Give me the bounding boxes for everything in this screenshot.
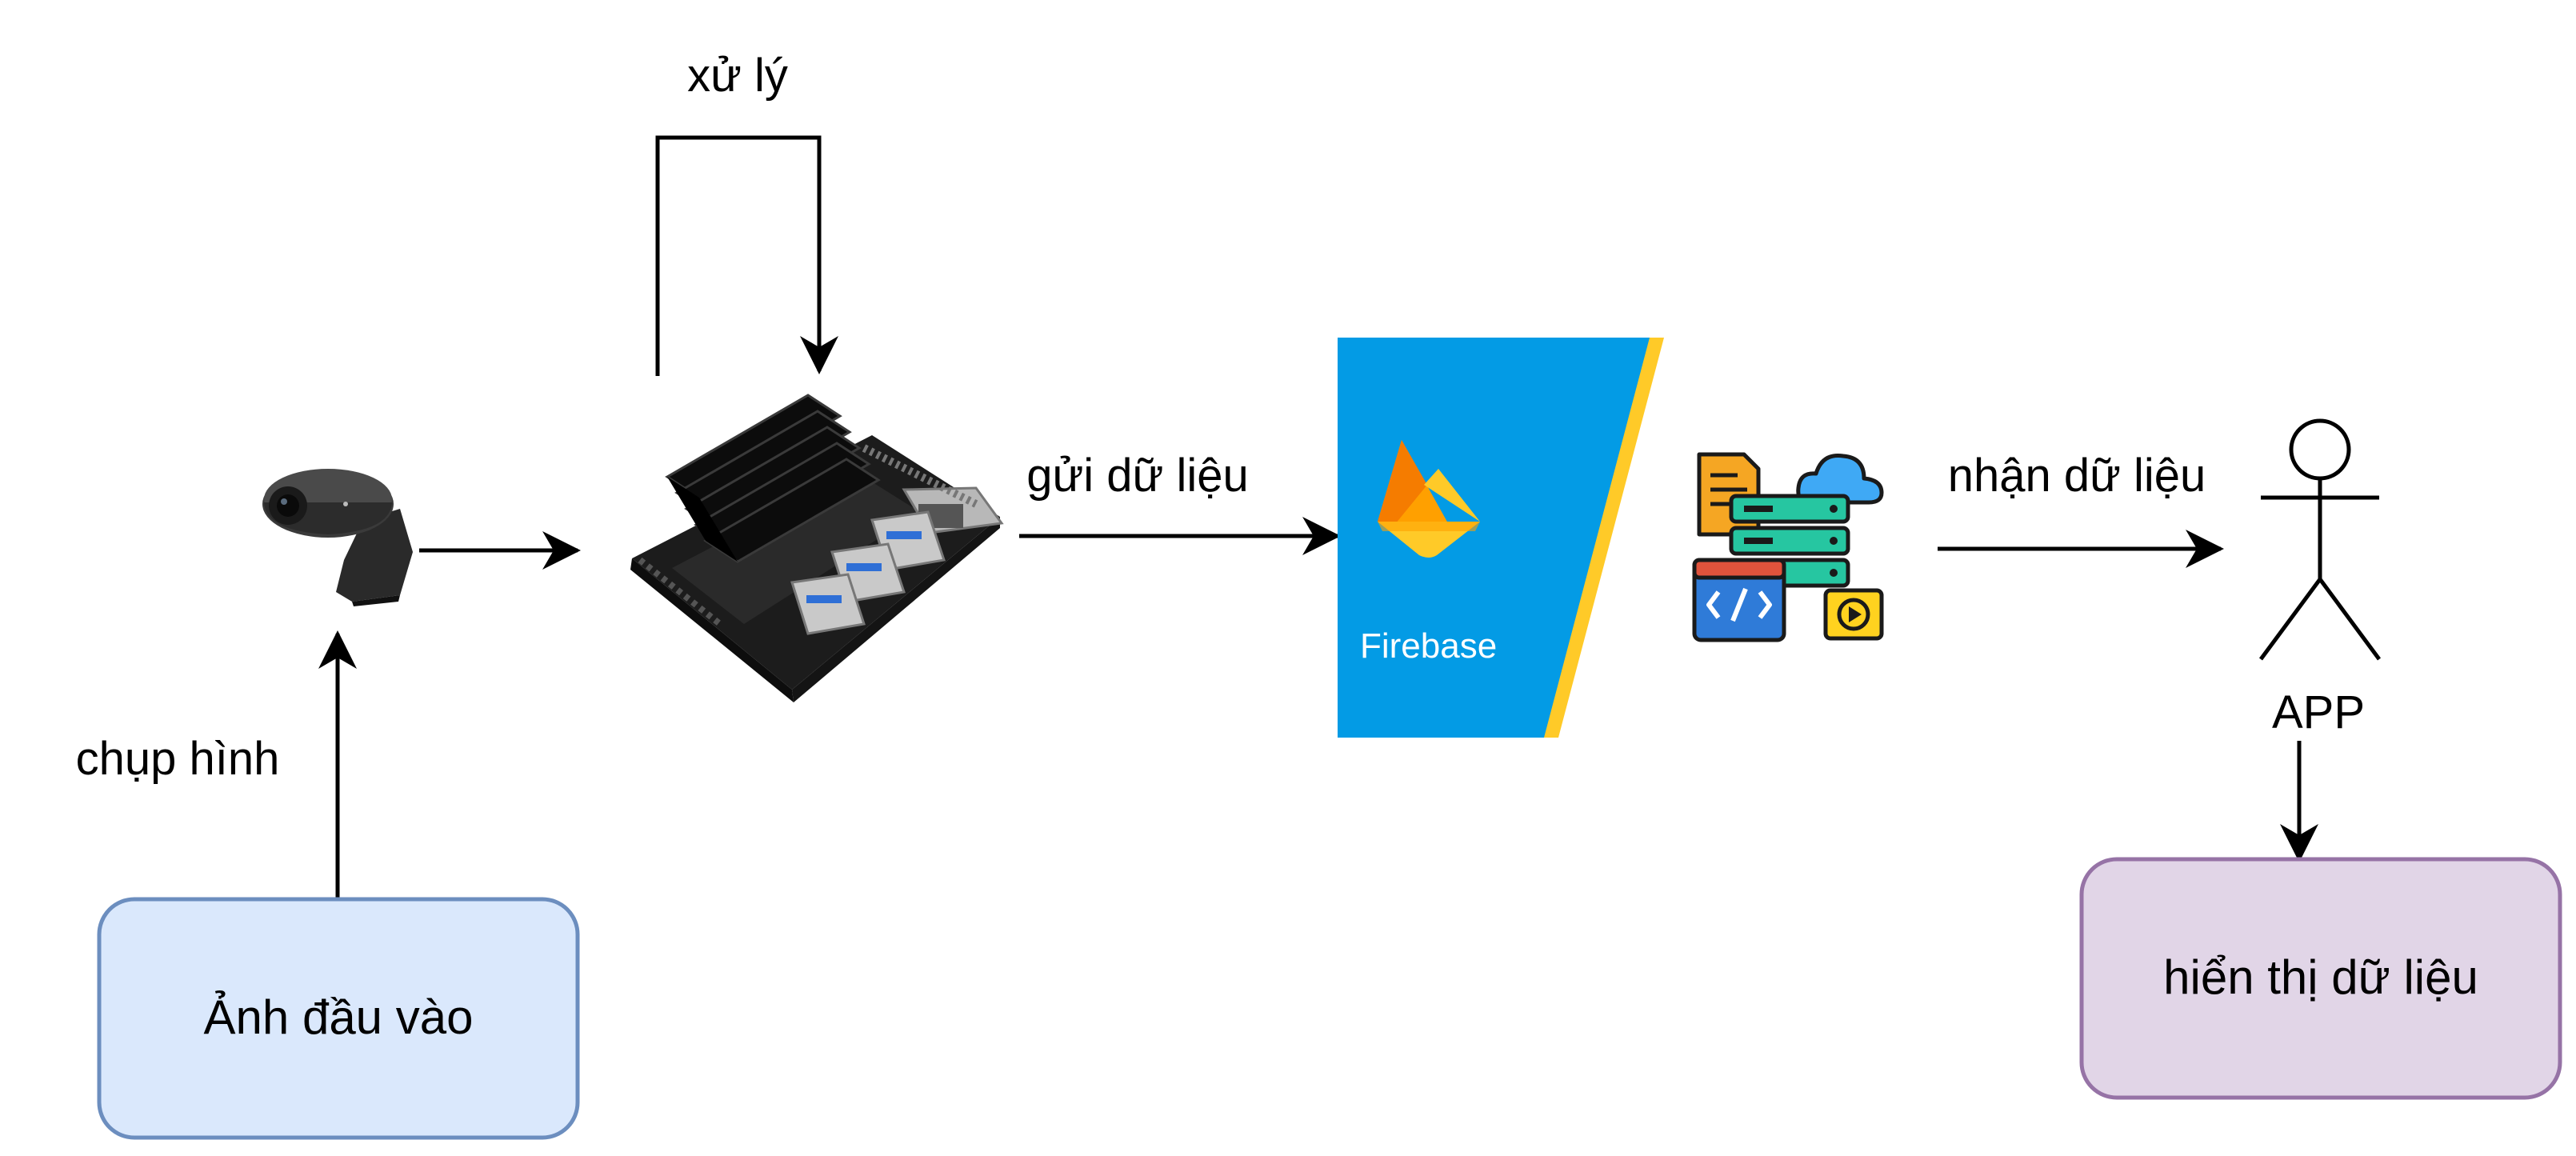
jetson-board-icon [630,394,1004,702]
input-image-box: Ảnh đầu vào [97,897,580,1140]
process-loop-arrow [655,135,838,376]
display-data-label: hiển thị dữ liệu [2163,950,2478,1004]
process-label: xử lý [687,50,788,102]
firebase-logo-icon [1378,440,1480,558]
display-data-box: hiển thị dữ liệu [2079,857,2562,1100]
firebase-brand-label: Firebase [1360,626,1497,666]
webcam-icon [262,469,413,606]
stick-figure-icon [2258,418,2382,661]
firebase-panel: Firebase [1338,338,1664,738]
send-label: gửi dữ liệu [1026,450,1249,502]
input-image-label: Ảnh đầu vào [204,990,474,1044]
server-cloud-icon [1692,452,1884,642]
capture-label: chụp hình [76,733,280,785]
receive-label: nhận dữ liệu [1948,450,2206,502]
app-label: APP [2272,686,2365,738]
